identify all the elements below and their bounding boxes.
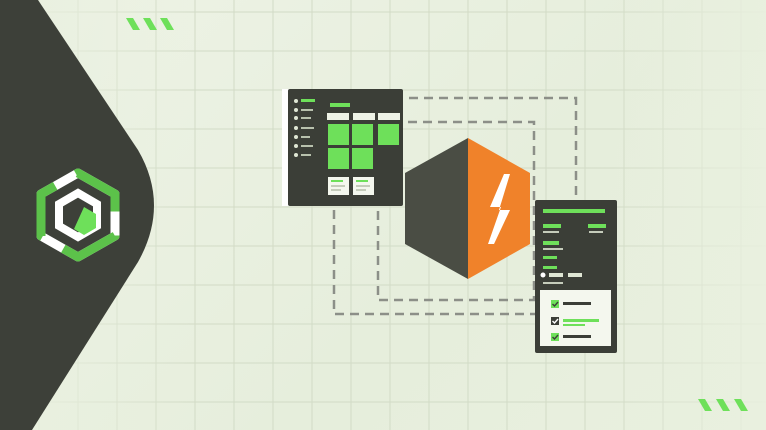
dashboard-card	[282, 89, 403, 206]
central-hexagon	[405, 138, 530, 279]
hexagon-brand-logo-icon	[36, 168, 120, 262]
stripes-decor-icon	[698, 399, 748, 411]
card-sidebar-menu	[294, 99, 298, 157]
checkbox-checked-icon	[551, 317, 559, 325]
dashed-connector-inner	[376, 120, 536, 302]
stripes-decor-icon	[126, 18, 174, 30]
checkbox-checked-icon	[551, 333, 559, 341]
dark-side-panel	[0, 0, 154, 430]
form-card	[535, 200, 617, 353]
lightning-bolt-icon	[488, 174, 510, 244]
checkbox-checked-icon	[551, 300, 559, 308]
dashboard-tiles	[328, 124, 399, 169]
